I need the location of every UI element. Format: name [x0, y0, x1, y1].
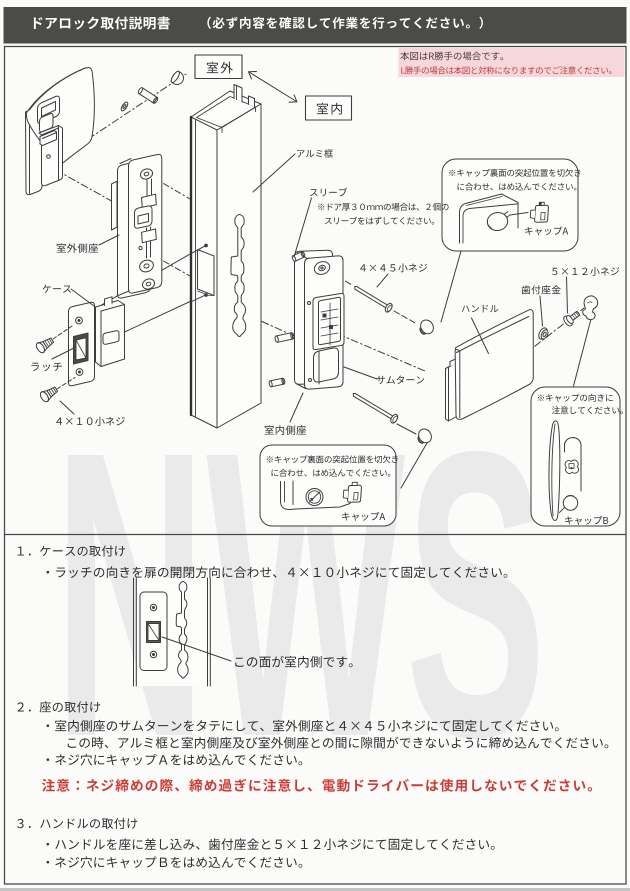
svg-text:NWS: NWS: [54, 368, 546, 822]
